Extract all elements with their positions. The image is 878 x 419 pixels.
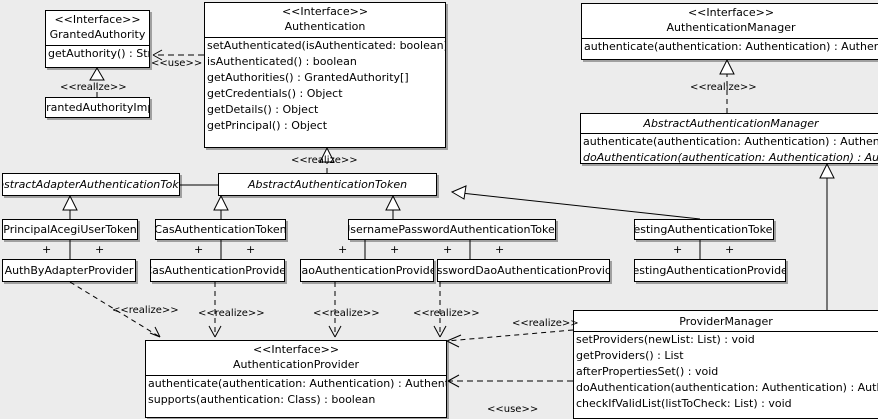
edge-label-realize-provider-manager: <<realize>> xyxy=(512,318,579,329)
operation-row: authenticate(authentication: Authenticat… xyxy=(584,40,878,53)
operation-row: authenticate(authentication: Authenticat… xyxy=(583,135,878,148)
stereotype-label: <<Interface>> xyxy=(252,343,340,356)
operation-row: supports(authentication: Class) : boolea… xyxy=(148,393,376,406)
edge-label-realize-auth-by-adapter-provider: <<realize>> xyxy=(112,305,179,316)
class-box-cas-authentication-token[interactable]: CasAuthenticationToken xyxy=(155,219,286,240)
operations-compartment: setAuthenticated(isAuthenticated: boolea… xyxy=(205,37,445,134)
operation-row: getDetails() : Object xyxy=(207,103,319,116)
operation-row: authenticate(authentication: Authenticat… xyxy=(148,377,446,390)
class-name-label: DaoAuthenticationProvider xyxy=(300,264,434,277)
class-name-label: AbstractAdapterAuthenticationToken xyxy=(3,178,179,191)
class-box-provider-manager[interactable]: ProviderManager setProviders(newList: Li… xyxy=(573,310,878,419)
association-plus-marker: + xyxy=(42,243,52,256)
class-name-label: CasAuthenticationToken xyxy=(155,223,286,236)
operation-row: setAuthenticated(isAuthenticated: boolea… xyxy=(207,39,445,52)
stereotype-label: <<Interface>> xyxy=(54,13,141,26)
class-name-label: GrantedAuthorityImpl xyxy=(46,101,149,114)
stereotype-label: <<Interface>> xyxy=(687,6,775,19)
edge-label-realize-cas-authentication-provider: <<realize>> xyxy=(198,308,265,319)
class-box-granted-authority[interactable]: <<Interface>> GrantedAuthority getAuthor… xyxy=(45,10,150,68)
class-box-granted-authority-impl[interactable]: GrantedAuthorityImpl xyxy=(45,97,150,118)
association-plus-marker: + xyxy=(95,243,105,256)
operation-row: checkIfValidList(listToCheck: List) : vo… xyxy=(576,397,792,410)
association-plus-marker: + xyxy=(673,243,683,256)
class-name-label: AbstractAuthenticationToken xyxy=(247,178,408,191)
operation-row: doAuthentication(authentication: Authent… xyxy=(576,381,878,394)
class-box-testing-authentication-provider[interactable]: TestingAuthenticationProvider xyxy=(634,259,786,282)
class-name-label: ProviderManager xyxy=(679,315,773,328)
operation-row: doAuthentication(authentication: Authent… xyxy=(583,151,878,164)
operations-compartment: authenticate(authentication: Authenticat… xyxy=(581,133,878,164)
operation-row: getAuthority() : String xyxy=(48,47,149,60)
class-name-label: TestingAuthenticationProvider xyxy=(634,264,786,277)
operation-row: isAuthenticated() : boolean xyxy=(207,55,357,68)
class-name-label: CasAuthenticationProvider xyxy=(150,264,285,277)
operation-row: getProviders() : List xyxy=(576,349,684,362)
class-box-authentication-provider[interactable]: <<Interface>> AuthenticationProvider aut… xyxy=(145,340,447,418)
edge-label-realize-abstract-authentication-manager: <<realize>> xyxy=(690,82,757,93)
class-box-dao-authentication-provider[interactable]: DaoAuthenticationProvider xyxy=(300,259,434,282)
class-name-label: PrincipalAcegiUserToken xyxy=(3,223,137,236)
class-name-label: UsernamePasswordAuthenticationToken xyxy=(348,223,556,236)
association-plus-marker: + xyxy=(194,243,204,256)
operations-compartment: authenticate(authentication: Authenticat… xyxy=(582,38,878,55)
association-plus-marker: + xyxy=(443,243,453,256)
class-name-label: AbstractAuthenticationManager xyxy=(643,117,819,130)
association-plus-marker: + xyxy=(725,243,735,256)
edge-label-use-provider-manager-authentication-provider: <<use>> xyxy=(487,404,539,415)
operations-compartment: setProviders(newList: List) : void getPr… xyxy=(574,331,878,412)
class-name-label: AuthenticationProvider xyxy=(232,358,360,371)
class-box-abstract-authentication-token[interactable]: AbstractAuthenticationToken xyxy=(218,173,437,196)
class-box-password-dao-authentication-provider[interactable]: PasswordDaoAuthenticationProvider xyxy=(437,259,610,282)
class-box-abstract-adapter-authentication-token[interactable]: AbstractAdapterAuthenticationToken xyxy=(2,173,180,196)
class-box-auth-by-adapter-provider[interactable]: AuthByAdapterProvider xyxy=(2,259,136,282)
class-box-username-password-authentication-token[interactable]: UsernamePasswordAuthenticationToken xyxy=(348,219,556,240)
association-plus-marker: + xyxy=(390,243,400,256)
operation-row: getPrincipal() : Object xyxy=(207,119,328,132)
association-plus-marker: + xyxy=(495,243,505,256)
class-box-principal-acegi-user-token[interactable]: PrincipalAcegiUserToken xyxy=(2,219,138,240)
class-name-label: TestingAuthenticationToken xyxy=(634,223,774,236)
class-name-label: Authentication xyxy=(284,20,366,33)
stereotype-label: <<Interface>> xyxy=(281,5,369,18)
class-name-label: AuthenticationManager xyxy=(666,21,796,34)
class-box-cas-authentication-provider[interactable]: CasAuthenticationProvider xyxy=(150,259,285,282)
operation-row: getAuthorities() : GrantedAuthority[] xyxy=(207,71,409,84)
class-name-label: GrantedAuthority xyxy=(49,28,146,41)
edge-label-realize-dao-authentication-provider: <<realize>> xyxy=(313,308,380,319)
edge-label-use-authentication-granted-authority: <<use>> xyxy=(151,58,203,69)
association-plus-marker: + xyxy=(246,243,256,256)
class-box-authentication[interactable]: <<Interface>> Authentication setAuthenti… xyxy=(204,2,446,148)
operation-row: setProviders(newList: List) : void xyxy=(576,333,755,346)
class-name-label: PasswordDaoAuthenticationProvider xyxy=(437,264,609,277)
class-name-label: AuthByAdapterProvider xyxy=(4,264,134,277)
class-box-authentication-manager[interactable]: <<Interface>> AuthenticationManager auth… xyxy=(581,3,878,60)
class-box-testing-authentication-token[interactable]: TestingAuthenticationToken xyxy=(634,219,774,240)
edge-label-realize-password-dao-authentication-provider: <<realize>> xyxy=(413,308,480,319)
class-box-abstract-authentication-manager[interactable]: AbstractAuthenticationManager authentica… xyxy=(580,113,878,164)
operations-compartment: authenticate(authentication: Authenticat… xyxy=(146,375,446,408)
operation-row: getCredentials() : Object xyxy=(207,87,343,100)
operation-row: afterPropertiesSet() : void xyxy=(576,365,719,378)
association-plus-marker: + xyxy=(338,243,348,256)
operations-compartment: getAuthority() : String xyxy=(46,45,149,62)
edge-label-realize-granted-authority-impl: <<realize>> xyxy=(60,82,127,93)
edge-label-realize-abstract-authentication-token: <<realize>> xyxy=(291,155,358,166)
